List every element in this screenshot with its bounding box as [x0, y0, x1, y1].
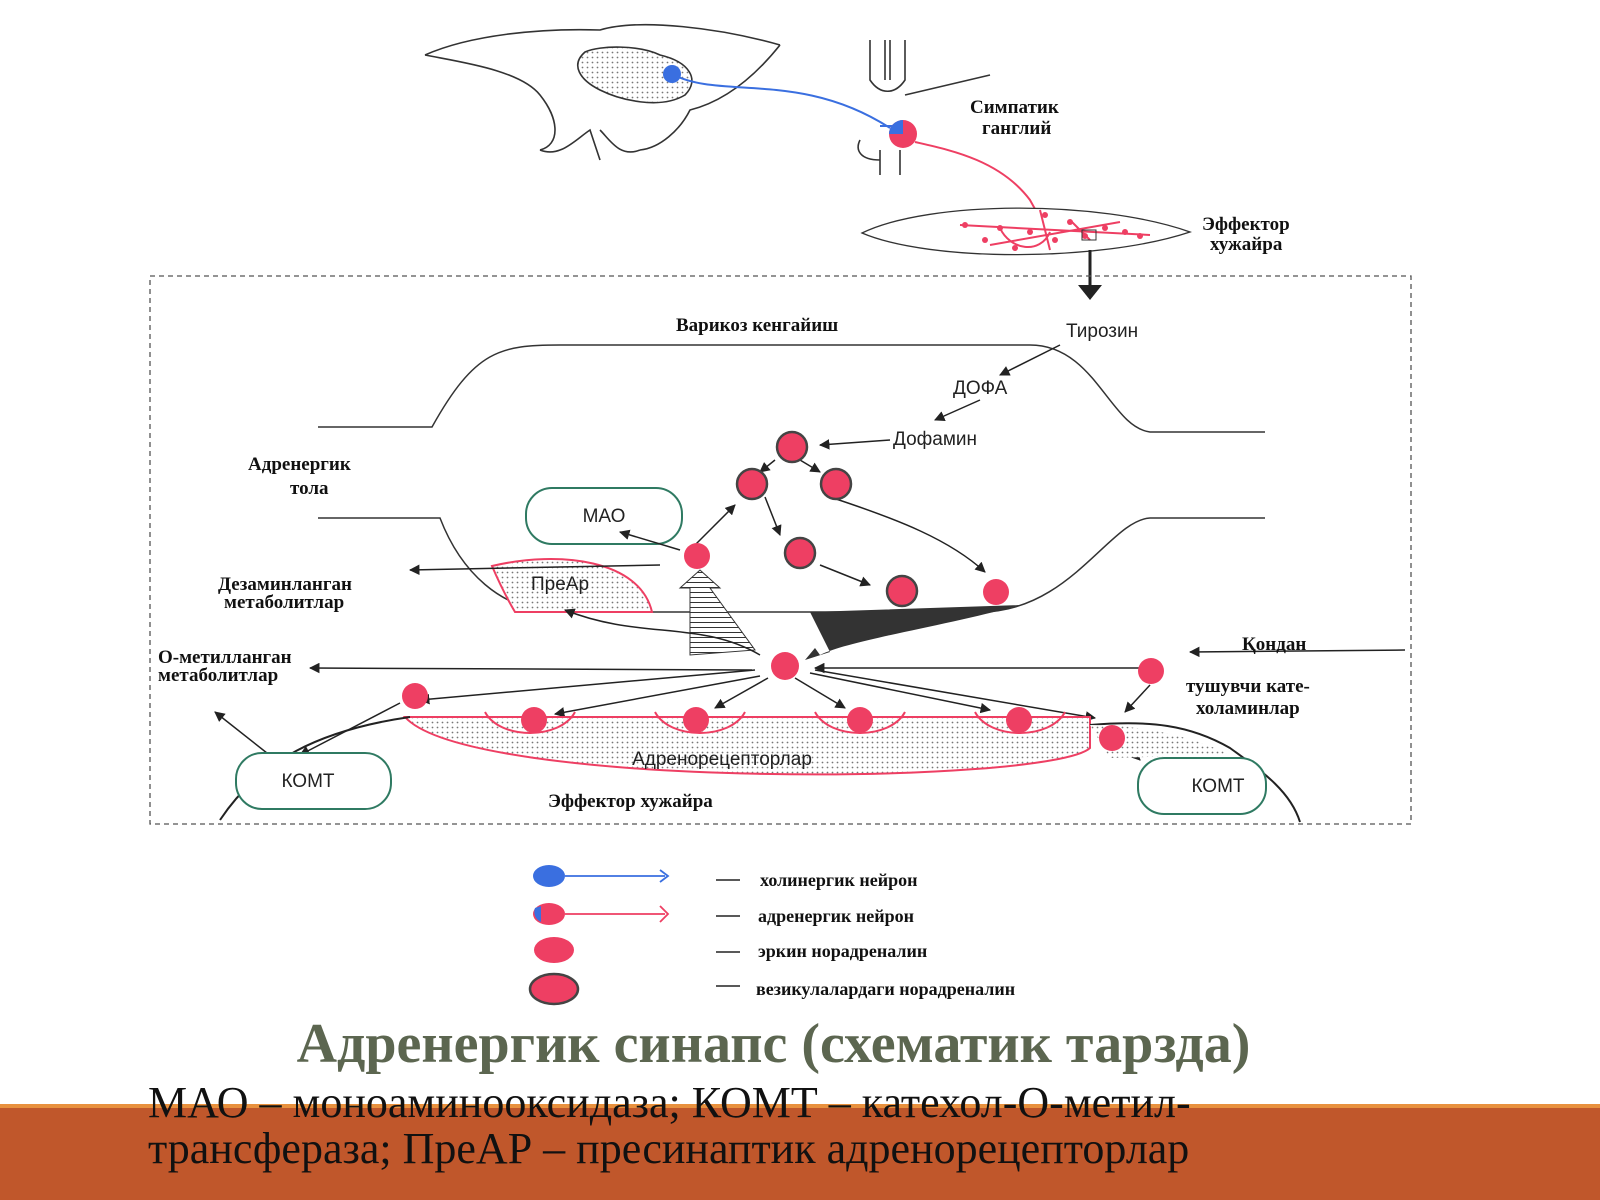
- from-blood-label: Қондан: [1242, 634, 1306, 655]
- effector-cell-bottom-label: Эффектор хужайра: [548, 791, 713, 812]
- free-noradrenaline: [771, 652, 799, 680]
- noradrenaline-molecules: [402, 430, 1164, 751]
- ganglion-neuron: [889, 120, 1041, 219]
- tyrosine-label: Тирозин: [1066, 321, 1138, 342]
- preganglionic-fiber: [663, 65, 896, 129]
- sympathetic-ganglion-label-1: Симпатик: [970, 97, 1059, 118]
- footer-accent-line: [0, 1104, 1600, 1108]
- enlargement-frame: [149, 275, 1412, 825]
- reuptake-arrow-2: [805, 605, 1020, 660]
- deaminated-label-1: Дезаминланган: [218, 574, 352, 595]
- adrenoreceptors-label: Адренорецепторлар: [632, 749, 812, 770]
- vesicle-noradrenaline: [735, 467, 769, 501]
- effector-cell-label-1: Эффектор: [1202, 214, 1290, 235]
- dopamine-label: Дофамин: [893, 429, 977, 450]
- varicosity-label: Варикоз кенгайиш: [676, 315, 838, 336]
- free-noradrenaline: [683, 707, 709, 733]
- legend-text: эркин норадреналин: [758, 941, 927, 961]
- free-noradrenaline: [1006, 707, 1032, 733]
- slide-title: Адренергик синапс (схематик тарзда): [296, 1013, 1251, 1075]
- effector-cell-label-2: хужайра: [1210, 234, 1283, 255]
- komt-left-enzyme: [235, 752, 392, 810]
- adrenergic-fiber-label-2: тола: [290, 478, 329, 499]
- legend-text: адренергик нейрон: [758, 906, 914, 926]
- cholinergic-neuron-icon: [533, 865, 565, 887]
- o-methylated-label-2: метаболитлар: [158, 665, 278, 686]
- prear-label: ПреАр: [531, 574, 589, 595]
- o-methylated-label-1: О-метилланган: [158, 647, 292, 668]
- free-noradrenaline: [1138, 658, 1164, 684]
- varicosity-membrane: [318, 344, 1265, 613]
- vesicle-noradrenaline: [783, 536, 817, 570]
- deaminated-label-2: метаболитлар: [224, 592, 344, 613]
- caption-line-1: МАО – моноаминооксидаза; КОМТ – катехол-…: [148, 1078, 1191, 1127]
- vesicle-noradrenaline: [885, 574, 919, 608]
- vesicle-noradrenaline: [775, 430, 809, 464]
- footer-bar: [0, 1108, 1600, 1200]
- free-noradrenaline-icon: [534, 937, 574, 963]
- prear-receptor: [490, 558, 654, 613]
- legend-text: холинергик нейрон: [760, 870, 917, 890]
- dopa-label: ДОФА: [953, 378, 1008, 399]
- flow-arrows: [214, 344, 1406, 761]
- spinal-cord: [424, 23, 991, 175]
- komt-left-label: КОМТ: [281, 771, 334, 792]
- free-noradrenaline: [402, 683, 428, 709]
- caption-line-2: трансфераза; ПреАР – пресинаптик адренор…: [148, 1124, 1190, 1173]
- incoming-catecholamines-label-2: холаминлар: [1196, 698, 1300, 719]
- adrenoreceptor-band: [219, 711, 1301, 823]
- legend-text: везикулалардаги норадреналин: [756, 979, 1015, 999]
- mao-label: МАО: [583, 506, 626, 527]
- mao-enzyme: [525, 487, 683, 545]
- komt-right-label: КОМТ: [1191, 776, 1244, 797]
- zoom-arrow-head: [1078, 285, 1102, 300]
- sympathetic-ganglion-label-2: ганглий: [982, 118, 1051, 139]
- vesicle-noradrenaline: [819, 467, 853, 501]
- vesicle-noradrenaline-icon: [528, 972, 580, 1006]
- effector-cell-top: [860, 207, 1192, 256]
- incoming-catecholamines-label-1: тушувчи кате-: [1186, 676, 1310, 697]
- free-noradrenaline: [983, 579, 1009, 605]
- adrenergic-fiber-label-1: Адренергик: [248, 454, 351, 475]
- slide-caption: МАО – моноаминооксидаза; КОМТ – катехол-…: [148, 1080, 1448, 1172]
- free-noradrenaline: [847, 707, 873, 733]
- free-noradrenaline: [684, 543, 710, 569]
- free-noradrenaline: [521, 707, 547, 733]
- free-noradrenaline: [1099, 725, 1125, 751]
- legend: холинергик нейрон адренергик нейрон эрки…: [528, 865, 1015, 1006]
- komt-right-enzyme: [1137, 757, 1267, 815]
